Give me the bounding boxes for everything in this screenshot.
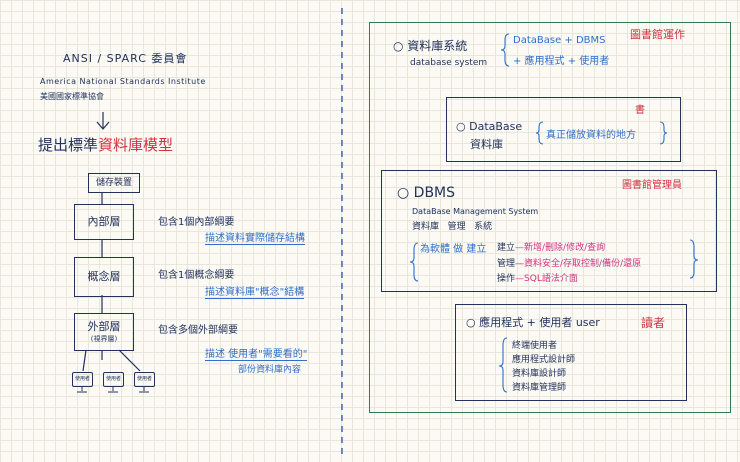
internal-layer-label: 內部層 bbox=[87, 215, 121, 228]
user-view-label: 使用者 bbox=[105, 376, 121, 382]
conceptual-schema-text: 包含1個概念綱要 bbox=[158, 270, 235, 281]
internal-layer-box: 內部層 bbox=[74, 204, 134, 240]
dbms-item-label: 建立 bbox=[497, 243, 516, 253]
database-box bbox=[446, 97, 681, 162]
external-layer-box: 外部層 (視界層) bbox=[74, 313, 134, 351]
ansi-fullname: America National Standards Institute bbox=[40, 77, 206, 86]
proposal-prefix: 提出標準 bbox=[38, 136, 99, 154]
db-system-title: ○ 資料庫系統 bbox=[393, 39, 468, 53]
user-type-1: 終端使用者 bbox=[512, 341, 558, 351]
app-user-box bbox=[455, 304, 687, 401]
dbms-full: DataBase Management System bbox=[412, 207, 539, 216]
external-layer-sub: (視界層) bbox=[90, 335, 118, 343]
dbms-role: 為軟體 做 建立 bbox=[420, 244, 487, 255]
external-desc-2: 部份資料庫內容 bbox=[238, 365, 302, 375]
dbms-item-text: —資料安全/存取控制/備份/還原 bbox=[515, 259, 642, 269]
external-layer-label: 外部層 bbox=[87, 320, 121, 333]
database-title-text: DataBase bbox=[469, 120, 523, 133]
proposal-highlight: 資料庫模型 bbox=[98, 136, 174, 154]
storage-device-box: 儲存裝置 bbox=[88, 173, 140, 193]
internal-desc: 描述資料實際儲存結構 bbox=[205, 229, 305, 245]
ansi-chinese: 美國國家標準協會 bbox=[40, 92, 104, 101]
dbms-box bbox=[381, 170, 717, 292]
storage-label: 儲存裝置 bbox=[95, 178, 132, 188]
internal-schema-text: 包含1個內部綱要 bbox=[158, 217, 235, 228]
external-schema-text: 包含多個外部綱要 bbox=[158, 325, 238, 336]
app-user-title: ○ 應用程式 + 使用者 user bbox=[466, 316, 600, 329]
book-tag: 書 bbox=[635, 105, 645, 116]
database-title: ○ DataBase bbox=[456, 120, 523, 133]
dbms-parts: 資料庫 管理 系統 bbox=[412, 222, 493, 232]
db-system-title-text: 資料庫系統 bbox=[407, 39, 468, 53]
database-system-frame bbox=[369, 22, 731, 413]
combo-line-1: DataBase + DBMS bbox=[513, 35, 606, 46]
user-type-3: 資料庫設計師 bbox=[512, 369, 567, 379]
dbms-item-text: —SQL語法介面 bbox=[515, 274, 578, 284]
external-desc: 描述 使用者"需要看的" bbox=[205, 345, 308, 361]
conceptual-layer-box: 概念層 bbox=[74, 257, 134, 297]
user-type-4: 資料庫管理師 bbox=[512, 383, 567, 393]
dbms-item-label: 操作 bbox=[497, 274, 516, 284]
database-title-zh: 資料庫 bbox=[470, 138, 503, 151]
ansi-header: ANSI / SPARC 委員會 bbox=[63, 52, 188, 65]
conceptual-layer-label: 概念層 bbox=[87, 270, 121, 283]
user-type-2: 應用程式設計師 bbox=[512, 355, 576, 365]
user-view-label: 使用者 bbox=[136, 376, 152, 382]
dbms-title-text: DBMS bbox=[413, 185, 456, 201]
user-view-label: 使用者 bbox=[74, 376, 90, 382]
user-view-1: 使用者 bbox=[72, 372, 93, 387]
conceptual-desc: 描述資料庫"概念"結構 bbox=[205, 283, 305, 299]
dbms-item-2: 管理—資料安全/存取控制/備份/還原 bbox=[497, 256, 641, 269]
database-desc: 真正儲放資料的地方 bbox=[546, 130, 636, 141]
combo-line-2: + 應用程式 + 使用者 bbox=[513, 56, 610, 67]
user-view-2: 使用者 bbox=[103, 372, 124, 387]
proposal-text: 提出標準資料庫模型 bbox=[38, 134, 173, 155]
dbms-item-text: —新增/刪除/修改/查詢 bbox=[515, 243, 606, 253]
app-user-title-text: 應用程式 + 使用者 user bbox=[479, 316, 600, 329]
dbms-item-1: 建立—新增/刪除/修改/查詢 bbox=[497, 240, 605, 253]
db-system-title-en: database system bbox=[410, 58, 488, 68]
librarian-tag: 圖書館管理員 bbox=[622, 180, 682, 191]
library-label: 圖書館運作 bbox=[630, 28, 685, 41]
reader-tag: 讀者 bbox=[641, 316, 666, 330]
dbms-item-label: 管理 bbox=[497, 259, 516, 269]
user-view-3: 使用者 bbox=[134, 372, 155, 387]
dbms-item-3: 操作—SQL語法介面 bbox=[497, 271, 578, 284]
dbms-title: ○ DBMS bbox=[397, 185, 456, 201]
